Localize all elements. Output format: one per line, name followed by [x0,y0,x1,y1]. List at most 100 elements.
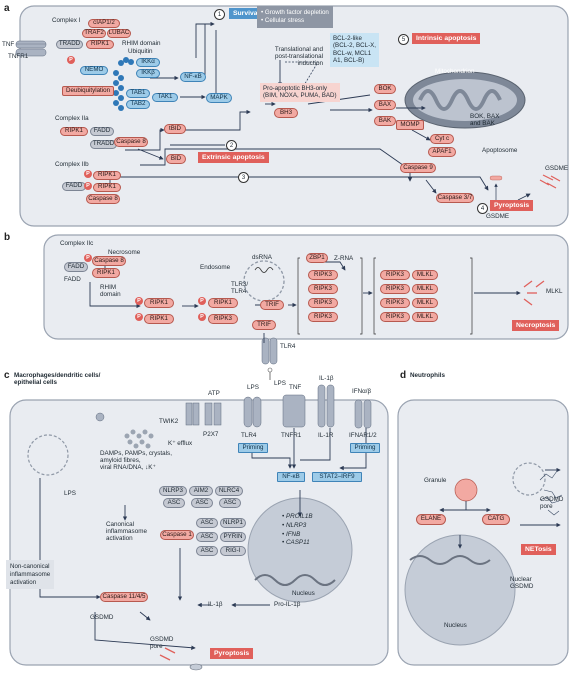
fadd-pill-2a: FADD [90,127,114,136]
bacterium-c [95,412,105,422]
gene-2: • NLRP3 [282,521,307,529]
ripk3-pill-b1: RIPK3 [208,314,238,324]
trif-pill-1: TRIF [260,300,284,310]
panel-letter-d: d [400,370,407,381]
ikkb-pill: IKKβ [136,69,160,78]
bh3-pill: BH3 [274,108,298,118]
netosis-box: NETosis [521,544,556,555]
asc-pill-1: ASC [163,498,185,508]
pyroptosis-box-c: Pyroptosis [210,648,254,659]
ripk1-pill-b2: RIPK1 [144,298,174,308]
cytc-pill: Cyt c [430,134,454,144]
il1b-out-label: IL-1β [208,601,223,608]
ripk3-pill-b6: RIPK3 [380,270,410,280]
panel-b-brackets [297,257,473,335]
nfkb-pill: NF-κB [180,72,206,82]
lps-label-b: LPS [274,380,286,387]
rhim-domain-label: RHIM domain [122,40,161,47]
ifn-label: IFNα/β [352,388,372,395]
tnfr1-label-c: TNFR1 [281,432,302,439]
damps-line-3: viral RNA/DNA, ↓K⁺ [100,464,156,472]
caspase9-pill: Caspase 9 [400,163,436,173]
phospho-badge-b5: P [198,313,206,321]
bok-pill: BOK [374,84,396,94]
gsdme-top-label: GSDME [545,165,569,172]
panel-c-arrows [39,428,367,650]
nuclear-gsdmd-line-1: Nuclear [510,576,532,583]
lubac-pill: LUBAC [107,29,131,38]
panel-letter-a: a [4,3,10,14]
canonical-line-1: Canonical [106,521,135,528]
pyrin-pill: PYRIN [220,532,246,542]
mlkl-pill-2: MLKL [412,284,438,294]
tab1-pill: TAB1 [126,89,150,98]
rhim-domain-b: RHIM domain [100,284,121,298]
complex2a-label: Complex IIa [55,115,89,122]
complex2b-label: Complex IIb [55,161,89,168]
bcl2-line-2: (BCL-2, BCL-X, [333,42,376,50]
phospho-badge-b4: P [198,297,206,305]
necroptosis-box: Necroptosis [512,320,560,331]
nlrc4-pill: NLRC4 [215,486,243,496]
bh3only-line-1: Pro-apoptotic BH3-only [263,85,327,92]
caspase8-pill-b: Caspase 8 [92,256,126,266]
mlkl-pores [523,280,545,306]
il1r-label: IL-1R [318,432,334,439]
gene-4: • CASP11 [282,539,310,547]
step-4-marker: 4 [477,203,488,214]
twik2-label: TWIK2 [159,418,179,425]
step-3-marker: 3 [238,172,249,183]
survival-box: Survival [229,8,264,19]
bak-pill: BAK [374,116,396,126]
deubiquitylation-box: Deubiquitylation [62,86,115,97]
fadd-pill-2b: FADD [62,182,86,191]
priming-box-1: Priming [238,443,268,453]
bok-bax-bak-line-1: BOK, BAX [470,113,500,120]
bok-bax-bak-line-2: and BAK [470,120,495,128]
ripk3-pill-b2: RIPK3 [308,270,338,280]
net-fibres [539,470,563,516]
rigi-pill: RIG-I [220,546,246,556]
gsdmd-pore-label-d: GSDMD pore [540,496,563,510]
tnf-label-c: TNF [289,384,302,391]
bcl2-line-4: A1, BCL-B) [333,57,365,65]
nlrp3-pill: NLRP3 [159,486,187,496]
gsdmd-pore-label-c: GSDMD pore [150,636,173,650]
bcl2-line-1: BCL-2-like [333,35,362,42]
canonical-line-3: activation [106,535,133,543]
gsdmd-pore-c-line-2: pore [150,643,163,651]
bcl2-line-3: BCL-w, MCL1 [333,49,372,57]
tlr4-label-c: TLR4 [241,432,257,439]
asc-pill-3: ASC [219,498,241,508]
step-5-marker: 5 [398,34,409,45]
ripk1-pill-b3: RIPK1 [144,314,174,324]
tnfr1-receptor [15,40,47,57]
caspase1-pill: Caspase 1 [160,530,194,540]
asc-pill-2: ASC [191,498,213,508]
nemo-pill: NEMO [80,66,108,75]
ripk1-pill-b: RIPK1 [92,268,120,278]
elane-pill: ELANE [416,514,446,525]
panel-d-arrows [439,467,561,549]
ripk1-pill-b4: RIPK1 [208,298,238,308]
apaf1-pill: APAF1 [428,147,456,157]
mlkl-pill-1: MLKL [412,270,438,280]
endosome-label: Endosome [200,264,231,271]
momp-label: MOMP [396,120,424,130]
translational-line-3: induction [297,60,323,68]
translational-line-2: post-translational [275,53,323,61]
lps-label-c: LPS [247,384,259,391]
tlr3-tlr4-label: TLR3/ TLR4 [231,281,248,295]
canonical-line-2: inflammasome [106,528,147,536]
noncanonical-box: Non-canonical inflammasome activation [6,560,55,590]
ripk1-pill-2b-2: RIPK1 [93,183,121,192]
ripk3-pill-b3: RIPK3 [308,284,338,294]
ifnar-label: IFNAR1/2 [349,432,377,439]
ripk3-pill-b9: RIPK3 [380,312,410,322]
ciap-pill: cIAP1/2 [88,19,120,28]
panel-letter-b: b [4,232,11,243]
panel-d-vesicle [512,462,546,496]
translational-label: Translational and post-translational ind… [257,46,323,68]
mitochondrion-shape [404,71,526,129]
noncanonical-line-1: Non-canonical [10,563,50,570]
